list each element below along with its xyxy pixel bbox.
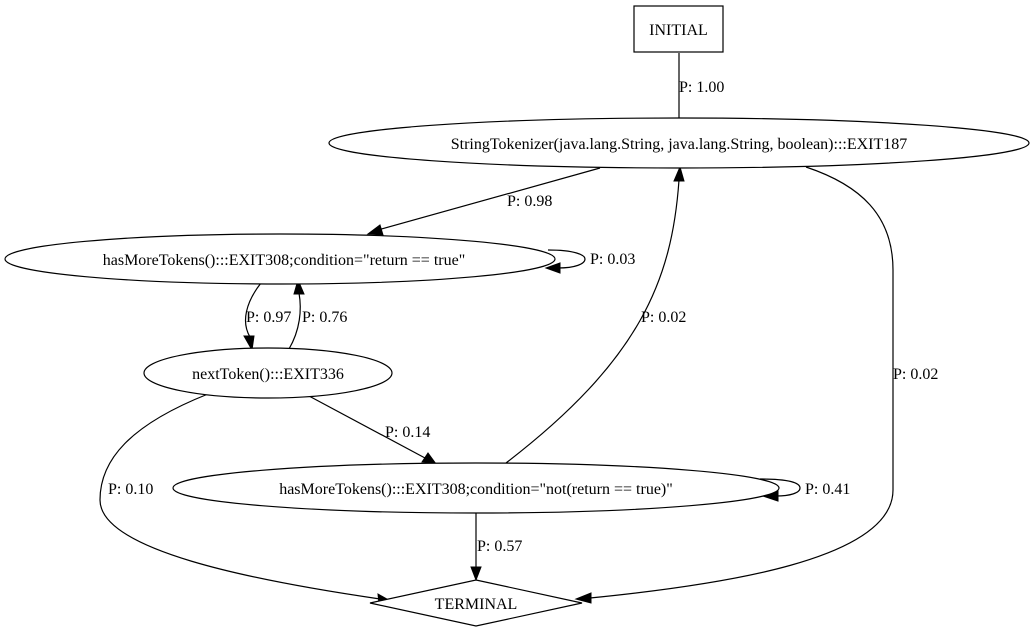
edge-has-more-false-to-constructor: P: 0.02 — [505, 165, 686, 464]
edge-label-constructor-to-terminal: P: 0.02 — [893, 366, 938, 383]
edge-label-next-token-to-has-more-true: P: 0.76 — [302, 309, 347, 326]
edge-next-token-to-has-more-true: P: 0.76 — [288, 278, 347, 350]
edge-label-next-token-to-terminal: P: 0.10 — [108, 481, 153, 498]
edge-label-has-more-false-self: P: 0.41 — [805, 481, 850, 498]
edge-label-has-more-false-to-constructor: P: 0.02 — [641, 309, 686, 326]
edge-label-constructor-to-has-more-true: P: 0.98 — [507, 193, 552, 210]
edge-has-more-false-self-loop: P: 0.41 — [759, 478, 850, 502]
edge-has-more-true-self-loop: P: 0.03 — [544, 249, 635, 274]
edge-next-token-to-has-more-false: P: 0.14 — [308, 395, 438, 465]
edge-label-has-more-true-to-next-token: P: 0.97 — [246, 309, 291, 326]
node-initial: INITIAL — [633, 5, 724, 53]
node-constructor: StringTokenizer(java.lang.String, java.l… — [328, 117, 1030, 169]
node-label-initial: INITIAL — [649, 22, 708, 39]
edge-label-initial-to-constructor: P: 1.00 — [679, 79, 724, 96]
edge-has-more-false-to-terminal: P: 0.57 — [470, 513, 522, 582]
node-label-constructor: StringTokenizer(java.lang.String, java.l… — [451, 136, 908, 153]
edge-has-more-true-to-next-token: P: 0.97 — [243, 282, 291, 352]
node-has-more-false: hasMoreTokens():::EXIT308;condition="not… — [172, 462, 780, 514]
edge-label-next-token-to-has-more-false: P: 0.14 — [385, 424, 430, 441]
edge-constructor-to-terminal: P: 0.02 — [574, 166, 938, 604]
node-label-has-more-false: hasMoreTokens():::EXIT308;condition="not… — [279, 481, 673, 498]
node-next-token: nextToken():::EXIT336 — [143, 347, 393, 399]
edge-label-has-more-true-self: P: 0.03 — [590, 251, 635, 268]
node-label-next-token: nextToken():::EXIT336 — [192, 366, 344, 383]
node-terminal: TERMINAL — [369, 579, 583, 627]
node-has-more-true: hasMoreTokens():::EXIT308;condition="ret… — [4, 233, 556, 285]
edge-label-has-more-false-to-terminal: P: 0.57 — [477, 538, 522, 555]
edge-constructor-to-has-more-true: P: 0.98 — [366, 167, 601, 236]
node-label-has-more-true: hasMoreTokens():::EXIT308;condition="ret… — [103, 252, 465, 269]
node-label-terminal: TERMINAL — [435, 596, 518, 613]
